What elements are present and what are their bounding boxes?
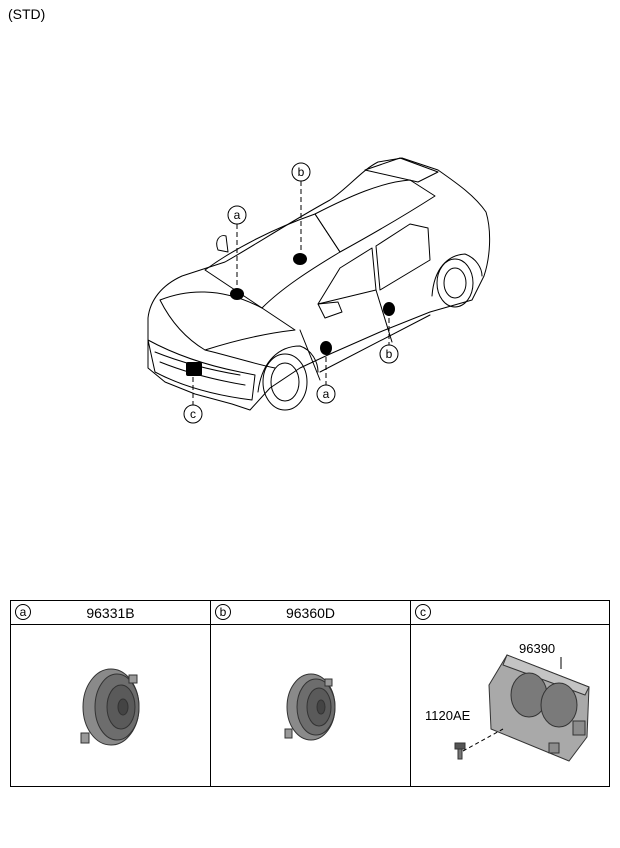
parts-cell-b-header: b 96360D — [211, 601, 410, 625]
letter-c-circle: c — [415, 604, 431, 620]
car-side-mirror — [317, 301, 343, 319]
parts-cell-c: c 96390 1120AE — [410, 601, 609, 786]
variant-label: (STD) — [8, 6, 46, 22]
part-number-amp[interactable]: 96390 — [519, 641, 556, 656]
location-c-amp — [186, 362, 202, 376]
car-left-mirror — [216, 235, 229, 253]
letter-b-circle: b — [215, 604, 231, 620]
part-number-bolt[interactable]: 1120AE — [425, 708, 471, 723]
car-side-window-rear — [375, 223, 431, 291]
parts-cell-a: a 96331B — [11, 601, 210, 786]
parts-cell-a-header: a 96331B — [11, 601, 210, 625]
car-side-window-front — [317, 247, 377, 305]
car-front-wheel — [262, 353, 308, 411]
car-roof — [314, 179, 436, 253]
parts-cell-c-header: c — [411, 601, 609, 625]
amplifier-c-illustration — [454, 654, 590, 762]
callout-a-top — [227, 205, 247, 225]
location-b-door — [383, 302, 395, 316]
car-body-outline — [147, 157, 491, 411]
car-rear-wheel — [436, 258, 474, 308]
parts-cell-b: b 96360D — [210, 601, 410, 786]
callout-a-top-label: a — [234, 208, 241, 222]
callout-c-bottom — [183, 404, 203, 424]
callout-a-bottom-label: a — [323, 387, 330, 401]
vehicle-diagram: a b a b c — [147, 157, 491, 424]
car-front-bumper — [147, 339, 256, 401]
part-number-a[interactable]: 96331B — [86, 605, 135, 621]
location-a-door — [320, 341, 332, 355]
part-number-b[interactable]: 96360D — [285, 605, 336, 621]
parts-table: a 96331B b 96360D — [10, 600, 610, 787]
letter-a-circle: a — [15, 604, 31, 620]
car-rear-spoiler — [364, 157, 439, 183]
callout-b-top-label: b — [298, 165, 305, 179]
callout-b-bottom-label: b — [386, 347, 393, 361]
callout-b-bottom — [379, 344, 399, 364]
callout-b-top — [291, 162, 311, 182]
speaker-b-illustration — [284, 673, 336, 741]
car-hood — [159, 291, 296, 351]
location-b-dash — [293, 253, 307, 265]
callout-c-bottom-label: c — [190, 407, 196, 421]
speaker-a-illustration — [80, 668, 140, 746]
callout-a-bottom — [316, 384, 336, 404]
location-a-dash — [230, 288, 244, 300]
